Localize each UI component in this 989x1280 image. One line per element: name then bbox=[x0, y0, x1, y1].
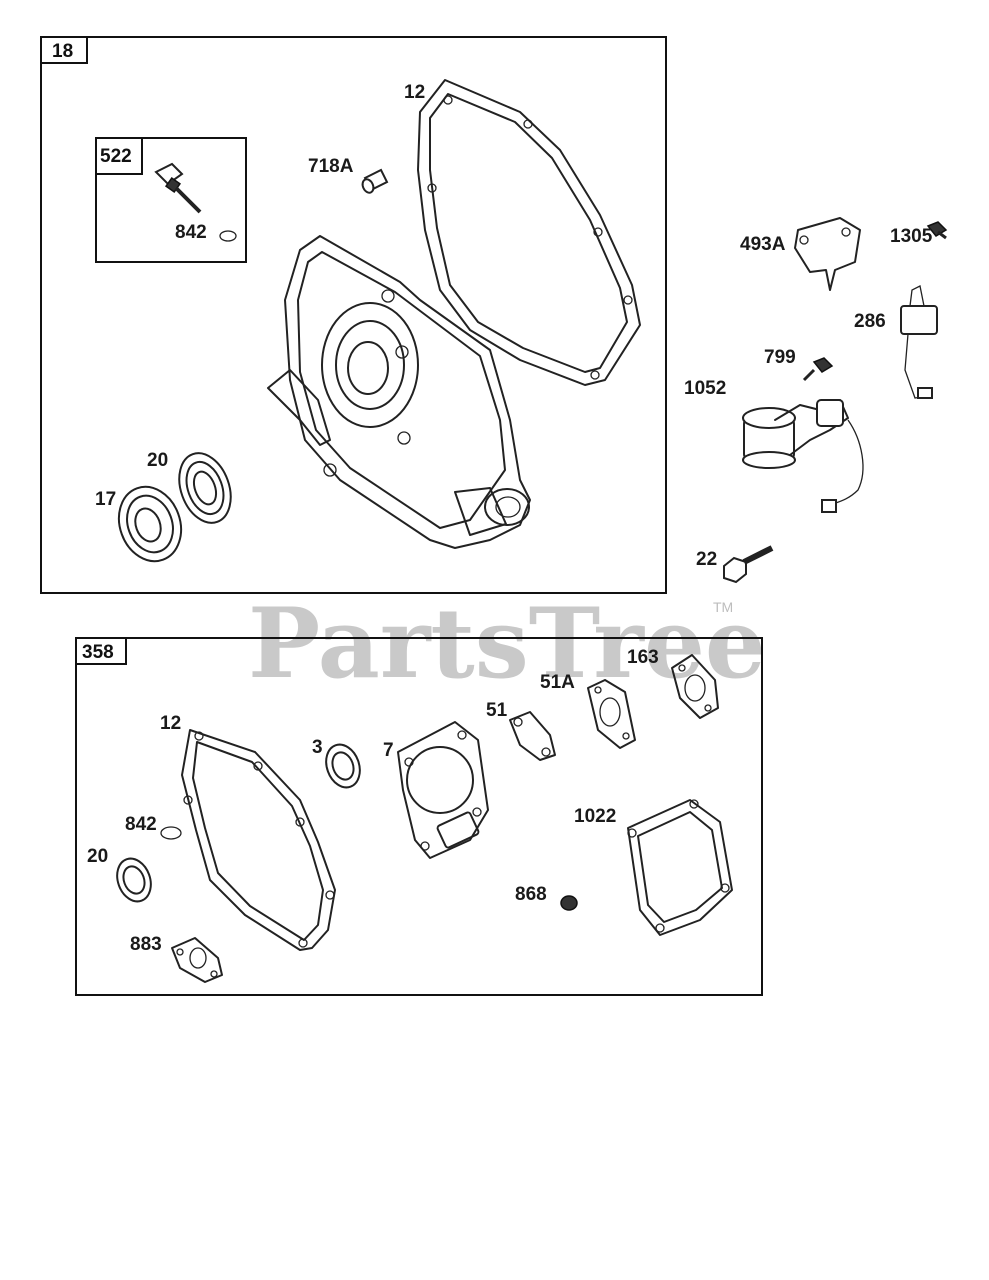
callout-883: 883 bbox=[130, 934, 162, 955]
plug-868-part bbox=[560, 895, 578, 911]
callout-286: 286 bbox=[854, 311, 886, 332]
group-358: 358 12 3 7 bbox=[75, 637, 763, 996]
callout-163: 163 bbox=[627, 647, 659, 668]
dowel-pin-part bbox=[361, 168, 389, 194]
callout-1022: 1022 bbox=[574, 806, 616, 827]
callout-842-lower: 842 bbox=[125, 814, 157, 835]
group-522-tag bbox=[95, 137, 143, 175]
callout-7: 7 bbox=[383, 740, 394, 761]
gasket-12-part bbox=[417, 79, 641, 386]
bolt-22-part bbox=[723, 545, 774, 584]
callout-799: 799 bbox=[764, 347, 796, 368]
group-18-frame bbox=[40, 36, 667, 594]
callout-12-top: 12 bbox=[404, 82, 425, 103]
gasket-12-lower-part bbox=[181, 729, 336, 951]
seal-3-part bbox=[325, 743, 361, 789]
group-18-tag bbox=[40, 36, 88, 64]
group-522-label: 522 bbox=[100, 146, 132, 167]
dipstick-part bbox=[154, 162, 202, 214]
callout-17: 17 bbox=[95, 489, 116, 510]
callout-842: 842 bbox=[175, 222, 207, 243]
callout-51A: 51A bbox=[540, 672, 575, 693]
crankcase-cover-part bbox=[267, 235, 531, 549]
o-ring-842-lower-part bbox=[160, 826, 182, 840]
callout-1052: 1052 bbox=[684, 378, 726, 399]
group-522-frame bbox=[95, 137, 247, 263]
watermark-text: PartsTree bbox=[248, 587, 766, 700]
group-358-label: 358 bbox=[82, 642, 114, 663]
group-358-tag bbox=[75, 637, 127, 665]
oil-sensor-1052-part bbox=[742, 399, 864, 513]
callout-3: 3 bbox=[312, 737, 323, 758]
callout-20-lower: 20 bbox=[87, 846, 108, 867]
seal-20-part bbox=[178, 452, 232, 524]
loose-parts: 493A 1305 286 799 bbox=[684, 217, 948, 584]
callout-12-lower: 12 bbox=[160, 713, 181, 734]
callout-718A: 718A bbox=[308, 156, 354, 177]
group-358-frame bbox=[75, 637, 763, 996]
gasket-163-part bbox=[671, 654, 719, 719]
bearing-17-part bbox=[117, 485, 183, 563]
screw-1305-part bbox=[926, 221, 948, 240]
gasket-883-part bbox=[171, 937, 223, 983]
callout-22: 22 bbox=[696, 549, 717, 570]
o-ring-842-part bbox=[219, 230, 237, 242]
oil-module-286-part bbox=[900, 285, 938, 399]
group-18-label: 18 bbox=[52, 41, 73, 62]
seal-20-lower-part bbox=[116, 857, 152, 903]
callout-493A: 493A bbox=[740, 234, 786, 255]
watermark-trademark: TM bbox=[713, 599, 733, 615]
callout-1305: 1305 bbox=[890, 226, 933, 247]
group-18: 18 522 842 718A 12 bbox=[40, 36, 667, 594]
screw-799-part bbox=[802, 357, 834, 382]
callout-51: 51 bbox=[486, 700, 508, 721]
head-gasket-7-part bbox=[397, 721, 489, 859]
gasket-51A-part bbox=[587, 679, 636, 749]
gasket-51-part bbox=[509, 711, 556, 761]
callout-20-top: 20 bbox=[147, 450, 168, 471]
bracket-493A-part bbox=[794, 217, 861, 291]
callout-868: 868 bbox=[515, 884, 547, 905]
gasket-1022-part bbox=[627, 799, 733, 936]
